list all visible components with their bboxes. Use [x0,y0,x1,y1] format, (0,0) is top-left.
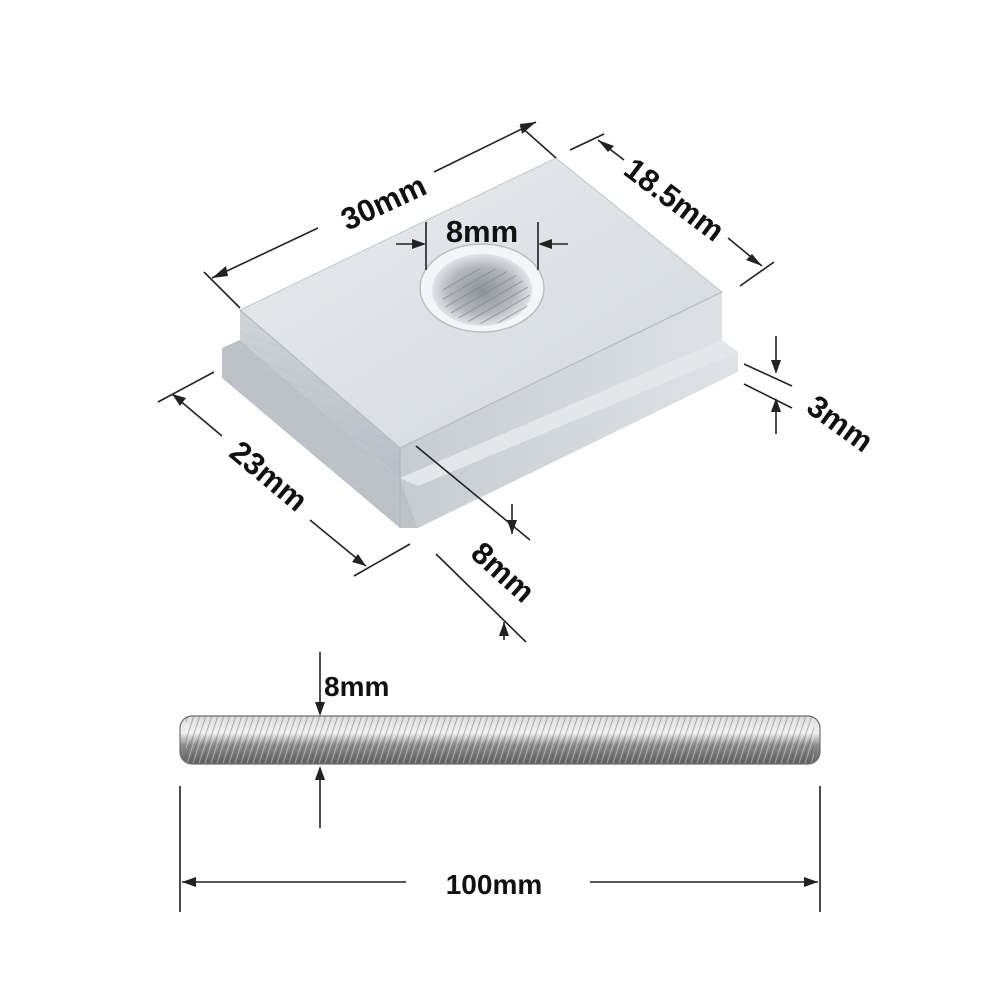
dimension-flange: 3mm [743,336,880,459]
dimension-rod-length: 100mm [179,786,821,912]
dimension-hole: 8mm [396,214,568,270]
threaded-rod [179,715,821,765]
label-slot: 8mm [464,535,541,609]
label-flange: 3mm [801,388,880,459]
t-slot-nut [222,157,738,528]
label-rod-diameter: 8mm [324,671,389,702]
nut-flange-ledge [400,340,738,486]
label-depth: 23mm [223,434,314,518]
label-hole: 8mm [446,214,518,249]
label-rod-length: 100mm [446,869,543,900]
dimension-rod-diameter: 8mm [315,652,389,828]
